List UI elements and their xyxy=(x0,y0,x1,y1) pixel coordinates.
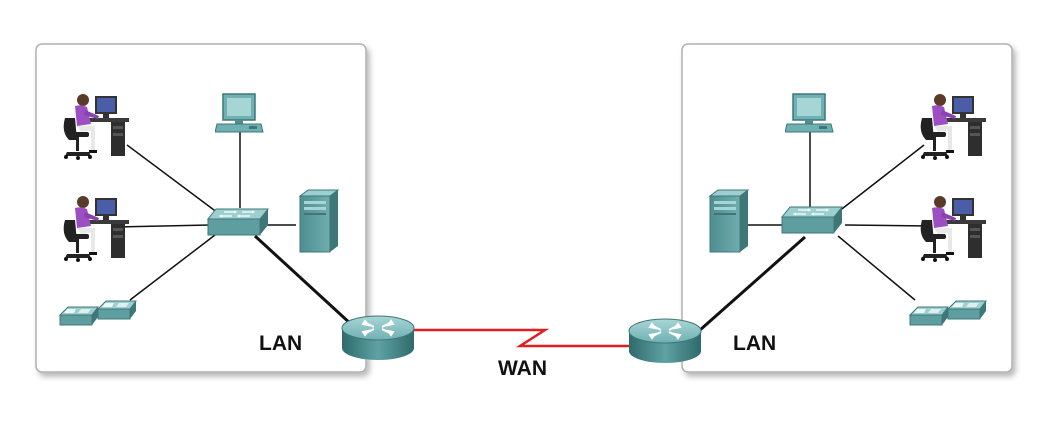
wan-label: WAN xyxy=(498,357,547,380)
router-icon xyxy=(341,315,415,361)
server-icon xyxy=(709,189,749,253)
switch-icon xyxy=(781,206,843,234)
lan-right-links xyxy=(748,132,931,301)
switch-icon xyxy=(207,208,269,236)
lan-right-label: LAN xyxy=(733,332,776,355)
lan-left-uplink xyxy=(253,234,354,327)
lan-left-label: LAN xyxy=(259,332,302,355)
wan-link xyxy=(410,328,640,348)
server-icon xyxy=(299,189,339,253)
lan-right-uplink xyxy=(699,235,806,332)
router-icon xyxy=(628,318,702,364)
